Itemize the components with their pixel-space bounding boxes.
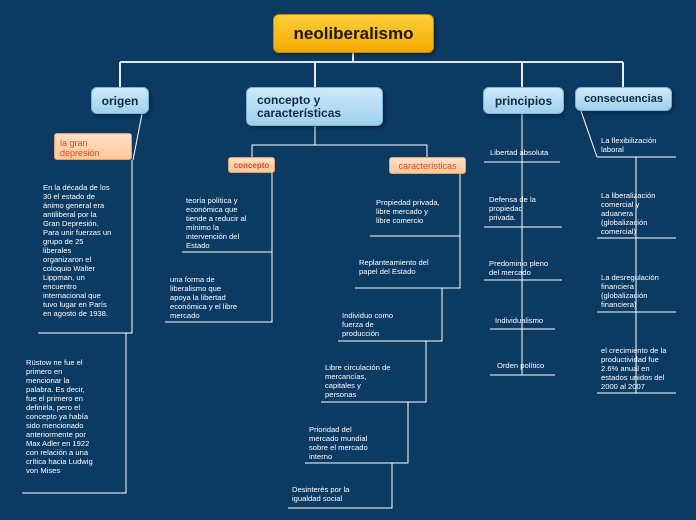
leaf-consecuencias-2[interactable]: La liberalización comercial y aduanera (…: [601, 191, 656, 236]
leaf-caracteristicas-4[interactable]: Libre circulación de mercancías, capital…: [325, 363, 391, 399]
leaf-caracteristicas-3[interactable]: Individuo como fuerza de producción: [342, 311, 394, 338]
branch-origen[interactable]: origen: [91, 87, 149, 114]
branch-principios[interactable]: principios: [483, 87, 564, 114]
branch-concepto-caracteristicas[interactable]: concepto y características: [246, 87, 383, 126]
leaf-origen-2[interactable]: Rüstow ne fue el primero en mencionar la…: [26, 358, 93, 475]
leaf-origen-1[interactable]: En la década de los 30 el estado de ánim…: [43, 183, 112, 318]
subnode-concepto[interactable]: concepto: [228, 157, 275, 173]
root-node[interactable]: neoliberalismo: [273, 14, 434, 53]
leaf-caracteristicas-1[interactable]: Propiedad privada, libre mercado y libre…: [376, 198, 440, 225]
leaf-principios-5[interactable]: Orden político: [497, 361, 545, 370]
leaf-caracteristicas-6[interactable]: Desinterés por la igualdad social: [292, 485, 350, 503]
leaf-consecuencias-1[interactable]: La flexibilización laboral: [601, 136, 657, 154]
subnode-gran-depresion[interactable]: la gran depresión: [54, 133, 132, 160]
leaf-principios-2[interactable]: Defensa de la propiedad privada.: [489, 195, 536, 222]
leaf-caracteristicas-5[interactable]: Prioridad del mercado mundial sobre el m…: [309, 425, 368, 461]
leaf-concepto-1[interactable]: teoría política y económica que tiende a…: [186, 196, 247, 250]
leaf-consecuencias-4[interactable]: el crecimiento de la productividad fue 2…: [601, 346, 667, 391]
leaf-caracteristicas-2[interactable]: Replanteamiento del papel del Estado: [359, 258, 429, 276]
leaf-principios-3[interactable]: Predominio pleno del mercado: [489, 259, 549, 277]
subnode-caracteristicas[interactable]: características: [389, 157, 466, 174]
leaf-concepto-2[interactable]: una forma de liberalismo que apoya la li…: [170, 275, 238, 320]
leaf-principios-1[interactable]: Libertad absoluta: [490, 148, 549, 157]
branch-consecuencias[interactable]: consecuencias: [575, 87, 672, 111]
leaf-principios-4[interactable]: Individualismo: [495, 316, 544, 325]
leaf-consecuencias-3[interactable]: La desregulación financiera (globalizaci…: [601, 273, 659, 309]
